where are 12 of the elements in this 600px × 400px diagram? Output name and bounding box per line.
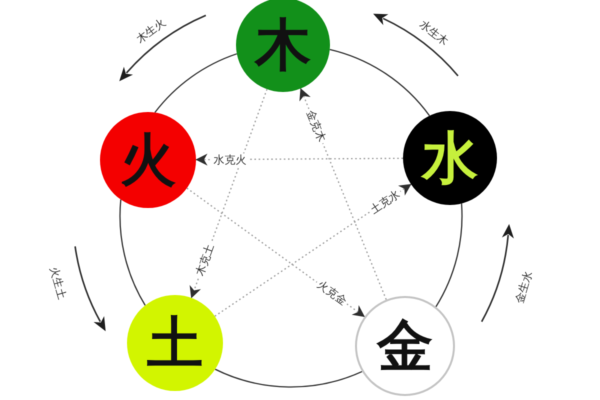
circle-arc — [435, 204, 462, 308]
circle-arc — [330, 48, 430, 116]
edge-label: 水克火 — [211, 152, 249, 166]
circle-arc — [119, 200, 146, 306]
circle-arc — [214, 368, 362, 388]
circle-node: 水 — [403, 111, 497, 205]
circle-node: 金 — [355, 296, 455, 396]
circle-arc — [154, 53, 238, 113]
circle-node: 火 — [100, 112, 196, 208]
dotted-arrow — [214, 184, 412, 317]
circle-node: 木 — [236, 0, 330, 92]
circle-node: 土 — [127, 295, 223, 391]
